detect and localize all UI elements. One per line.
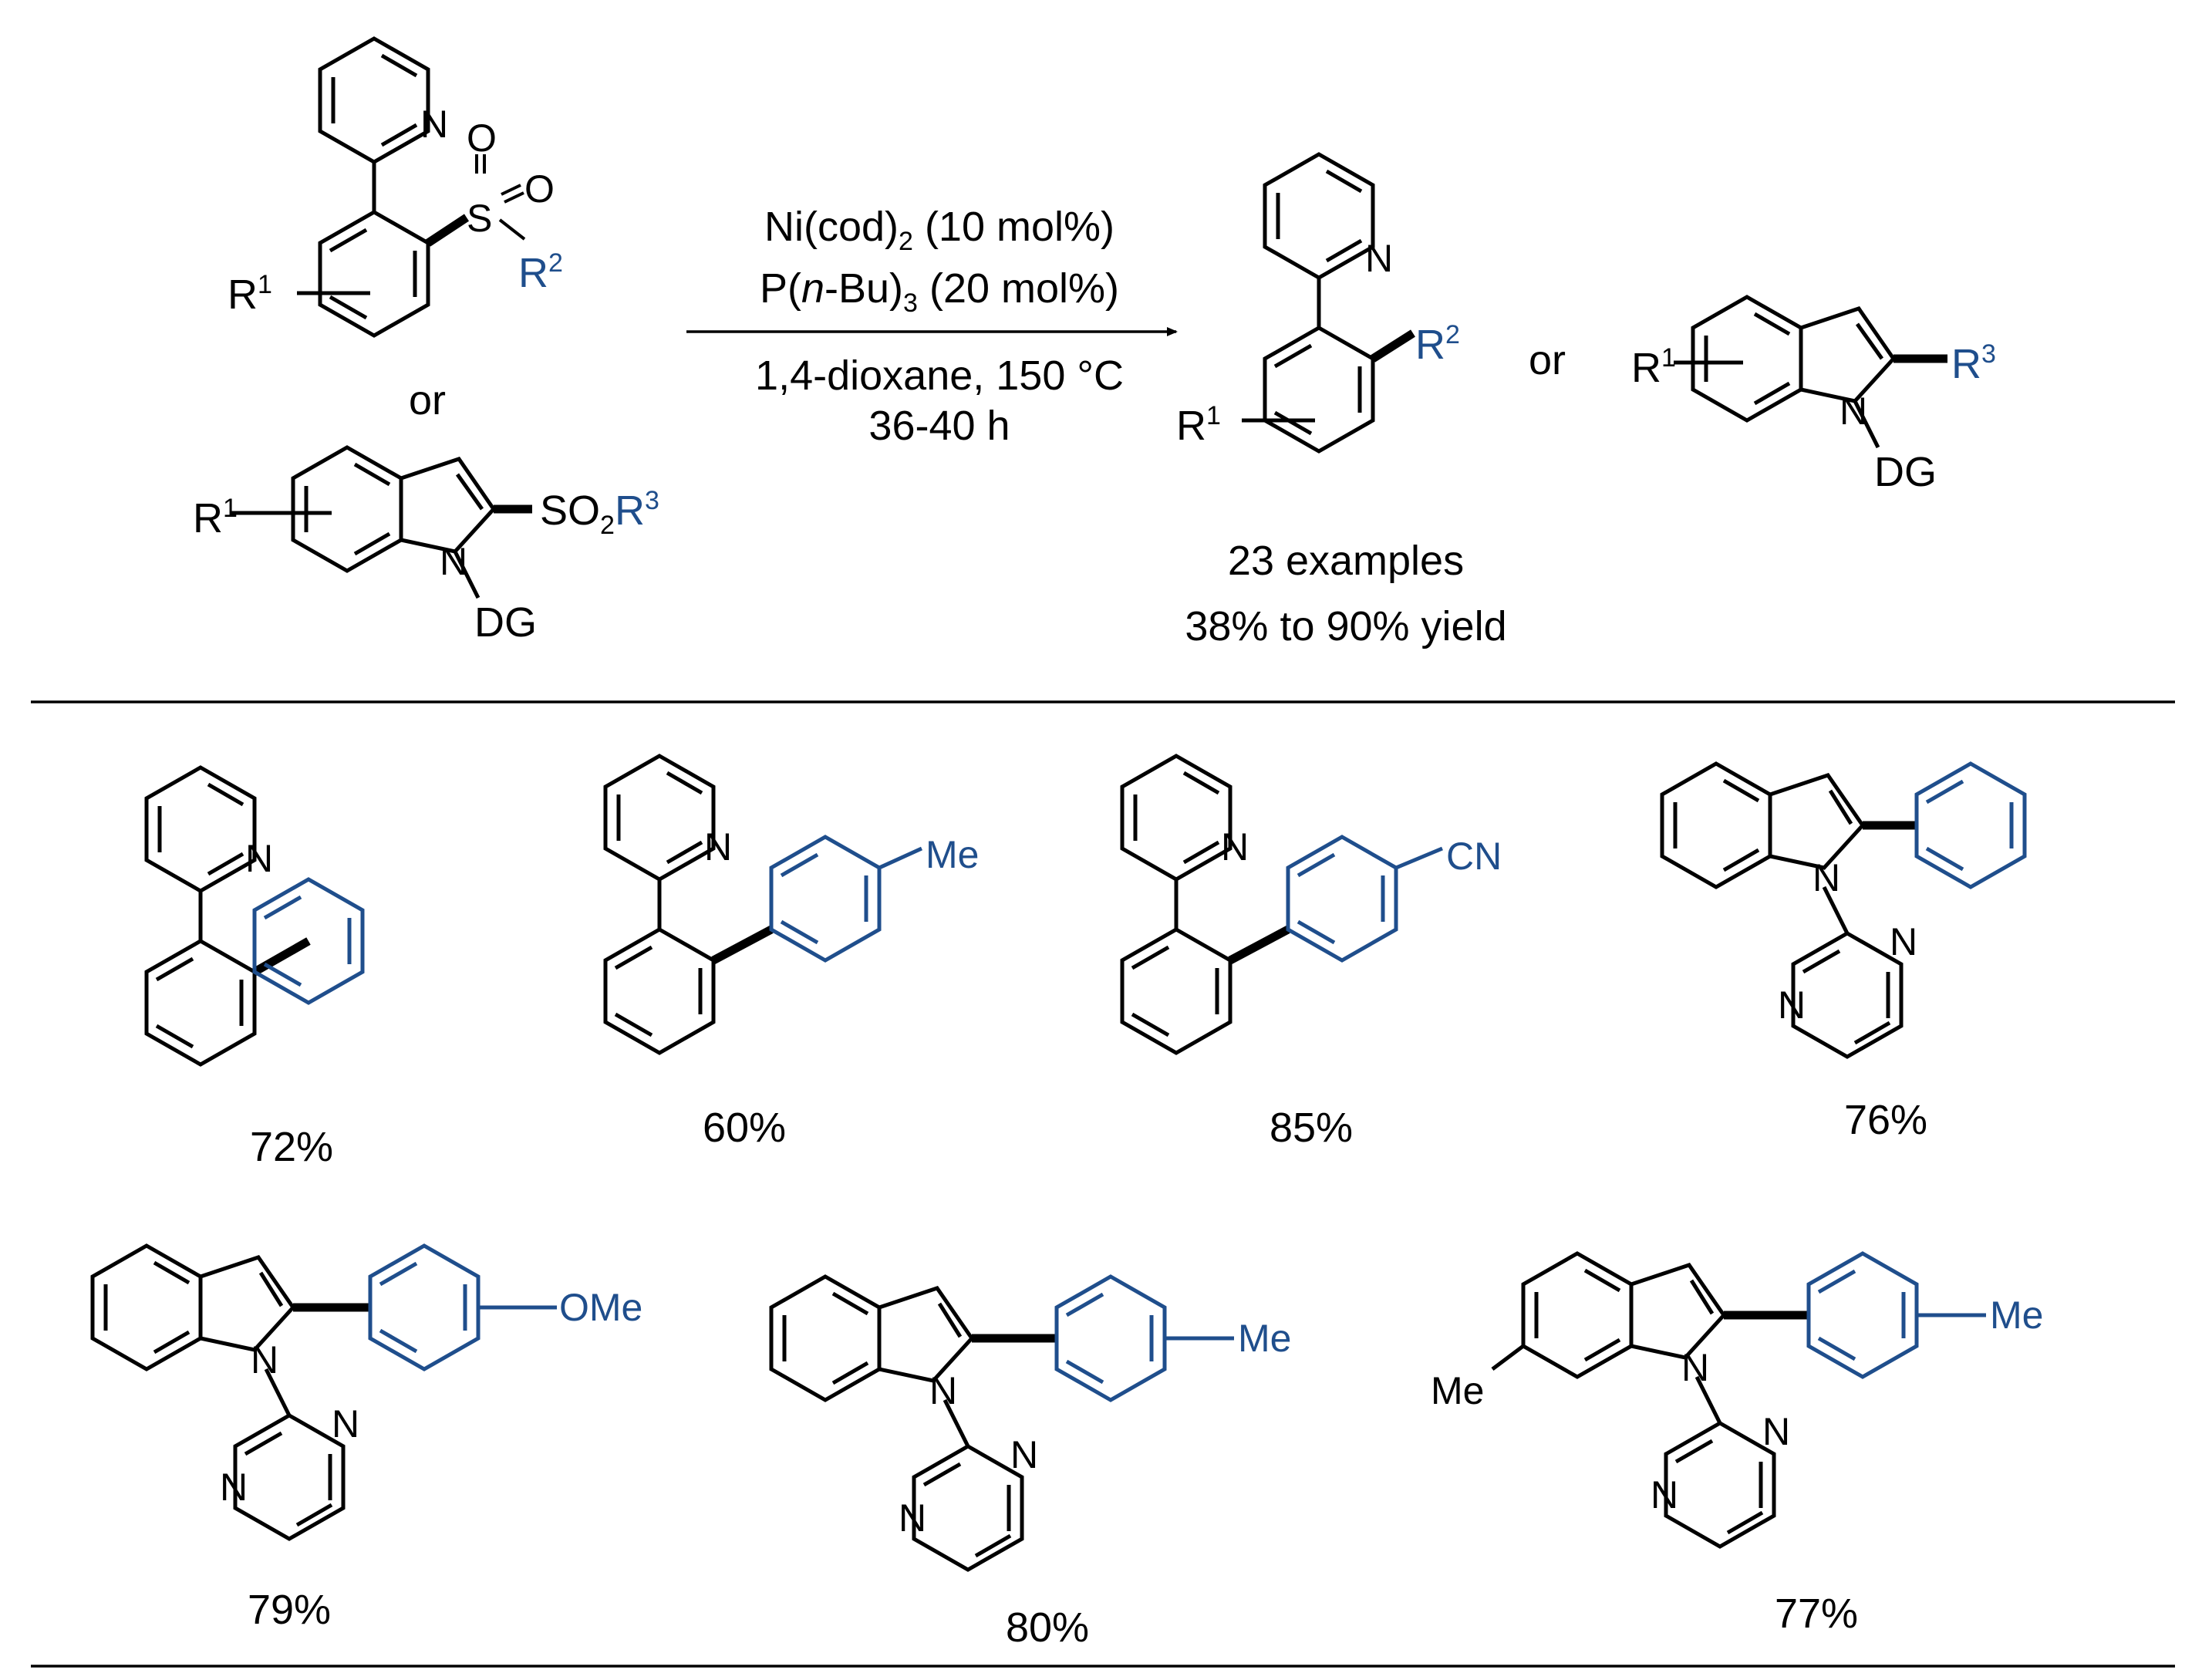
- example-1-yield: 72%: [250, 1124, 333, 1170]
- product-a-structure: [1242, 152, 1375, 454]
- product-b-indole-n: N: [1839, 390, 1867, 433]
- product-a-pyridine-n: N: [1365, 237, 1393, 280]
- example-5-yield: 79%: [248, 1587, 331, 1633]
- example-7-pyrimidine-n1: N: [1762, 1410, 1790, 1453]
- reactant-a-bold-bond: [425, 214, 470, 247]
- reactant-b-r1-label: R1: [193, 494, 238, 541]
- example-5-pyrimidine-n1: N: [332, 1402, 359, 1446]
- example-2-yield: 60%: [703, 1105, 786, 1151]
- reactant-a-sulfur: S: [467, 197, 492, 240]
- reactant-a-r1-label: R1: [228, 270, 272, 318]
- example-6-pyrimidine-n1: N: [1010, 1433, 1038, 1476]
- reactant-b-dg: DG: [474, 599, 537, 646]
- condition-time: 36-40 h: [868, 403, 1010, 449]
- example-5-structure: N N N OMe: [90, 1243, 642, 1541]
- example-6-yield: 80%: [1006, 1604, 1089, 1651]
- condition-catalyst: Ni(cod)2 (10 mol%): [764, 204, 1114, 256]
- example-7-core-substituent: Me: [1431, 1369, 1484, 1412]
- product-b-dg: DG: [1874, 449, 1937, 495]
- condition-solvent-temp: 1,4-dioxane, 150 °C: [755, 353, 1124, 399]
- reactant-a-r2-label: R2: [518, 248, 563, 296]
- example-1-pyridine-n: N: [245, 837, 273, 880]
- example-6-structure: N N N Me: [769, 1274, 1291, 1572]
- example-7-yield: 77%: [1775, 1591, 1858, 1637]
- example-6-indole-n: N: [929, 1369, 957, 1412]
- reactant-a-pyridine-n: N: [420, 103, 448, 146]
- product-a-r1-label: R1: [1176, 401, 1221, 449]
- example-2-pyridine-n: N: [704, 825, 732, 869]
- example-7-pyrimidine-n2: N: [1651, 1473, 1678, 1516]
- product-a-bold-bond: [1371, 329, 1415, 363]
- reactant-b-so2r3: SO2R3: [540, 486, 659, 540]
- example-3-structure: N CN: [1120, 754, 1502, 1055]
- product-b-r1-label: R1: [1631, 343, 1676, 391]
- product-b-r3-label: R3: [1951, 339, 1996, 387]
- example-7-indole-n: N: [1681, 1346, 1709, 1389]
- example-6-substituent: Me: [1238, 1317, 1291, 1360]
- example-6-pyrimidine-n2: N: [899, 1496, 926, 1540]
- example-3-substituent: CN: [1446, 835, 1502, 878]
- reactant-a-oxygen-2: O: [524, 167, 555, 211]
- example-4-indole-n: N: [1813, 856, 1840, 899]
- example-5-indole-n: N: [251, 1338, 278, 1381]
- reactant-a-structure: [297, 36, 430, 338]
- product-a-r2-label: R2: [1415, 320, 1460, 368]
- example-5-pyrimidine-n2: N: [220, 1466, 248, 1509]
- example-3-pyridine-n: N: [1221, 825, 1249, 869]
- or-right: or: [1529, 337, 1566, 383]
- example-3-yield: 85%: [1270, 1105, 1353, 1151]
- reactant-a-sulfonyl-bonds: [475, 154, 526, 241]
- example-2-substituent: Me: [926, 833, 979, 876]
- condition-ligand: P(n-Bu)3 (20 mol%): [760, 265, 1119, 318]
- summary-yield-range: 38% to 90% yield: [1185, 603, 1506, 649]
- reactant-b-indole-n: N: [440, 540, 467, 583]
- example-2-structure: N Me: [603, 754, 979, 1055]
- example-7-structure: Me N N N Me: [1431, 1251, 2043, 1549]
- example-4-pyrimidine-n2: N: [1778, 983, 1806, 1027]
- or-left: or: [409, 377, 446, 423]
- example-7-substituent: Me: [1990, 1294, 2043, 1337]
- example-1-structure: N: [144, 765, 365, 1067]
- example-4-pyrimidine-n1: N: [1890, 920, 1917, 963]
- example-4-yield: 76%: [1844, 1097, 1927, 1143]
- summary-examples: 23 examples: [1228, 538, 1464, 584]
- example-5-substituent: OMe: [559, 1286, 642, 1329]
- example-4-structure: N N N: [1660, 761, 2027, 1059]
- reactant-a-oxygen-1: O: [467, 116, 497, 160]
